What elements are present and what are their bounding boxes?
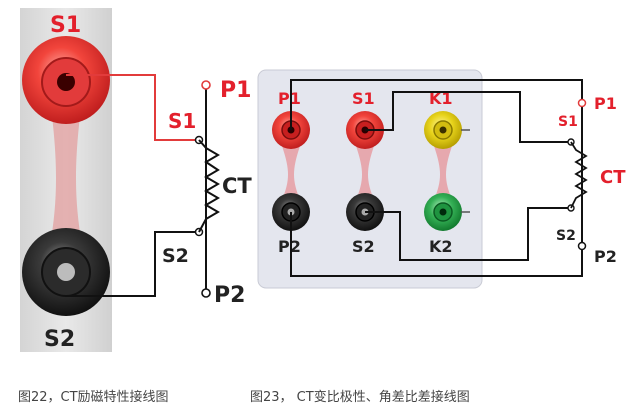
panel-s1-label: S1 <box>352 89 375 108</box>
panel-p2-label: P2 <box>278 237 301 256</box>
figure-22-caption: 图22，CT励磁特性接线图 <box>18 390 169 405</box>
right-ct-label: CT <box>600 167 626 188</box>
ct-name-label: CT <box>222 174 252 198</box>
wire-p2 <box>290 212 583 277</box>
ct-p2-node <box>201 288 211 298</box>
big-red-terminal[interactable] <box>22 36 110 124</box>
fig23-ct-symbol: P1 S1 CT S2 P2 <box>556 94 626 266</box>
left-s2-label: S2 <box>44 327 75 352</box>
panel-k1-label: K1 <box>429 89 453 108</box>
ct-coil <box>198 139 220 233</box>
left-panel-waist <box>50 100 82 245</box>
right-ct-p1-node <box>577 98 587 108</box>
terminal-k2[interactable] <box>424 193 462 231</box>
ct-s2-label: S2 <box>162 245 189 267</box>
wire-p1 <box>290 79 583 130</box>
wire-s1 <box>365 91 571 143</box>
right-s1-label: S1 <box>558 114 578 130</box>
ct-s1-label: S1 <box>168 109 196 133</box>
terminal-k1[interactable] <box>424 111 462 149</box>
fig22-ct-symbol: P1 S1 CT S2 P2 <box>162 78 252 308</box>
panel-p1-label: P1 <box>278 89 301 108</box>
right-s2-label: S2 <box>556 228 576 244</box>
fig22-terminal-panel: S1 S2 <box>20 8 112 352</box>
fig22-wiring <box>66 74 199 297</box>
right-ct-coil <box>570 141 588 209</box>
right-ct-p2-node <box>577 241 587 251</box>
panel-k2-label: K2 <box>429 237 453 256</box>
fig23-terminal-panel: P1 S1 K1 P2 S2 K2 <box>257 69 483 289</box>
ct-p1-node <box>201 80 211 90</box>
figure-23-caption: 图23， CT变比极性、角差比差接线图 <box>250 390 470 405</box>
waist-k <box>434 146 452 200</box>
big-black-terminal[interactable] <box>22 228 110 316</box>
wire-s2 <box>365 207 571 261</box>
fig23-wiring <box>290 79 583 277</box>
waist-s <box>356 146 374 200</box>
right-p2-label: P2 <box>594 247 617 266</box>
black-wire-s2 <box>66 231 199 297</box>
ct-p1-label: P1 <box>220 78 251 103</box>
ct-p2-label: P2 <box>214 283 245 308</box>
red-wire-s1 <box>66 74 199 141</box>
right-p1-label: P1 <box>594 94 617 113</box>
waist-p <box>282 146 300 200</box>
panel-s2-label: S2 <box>352 237 375 256</box>
left-s1-label: S1 <box>50 13 81 38</box>
